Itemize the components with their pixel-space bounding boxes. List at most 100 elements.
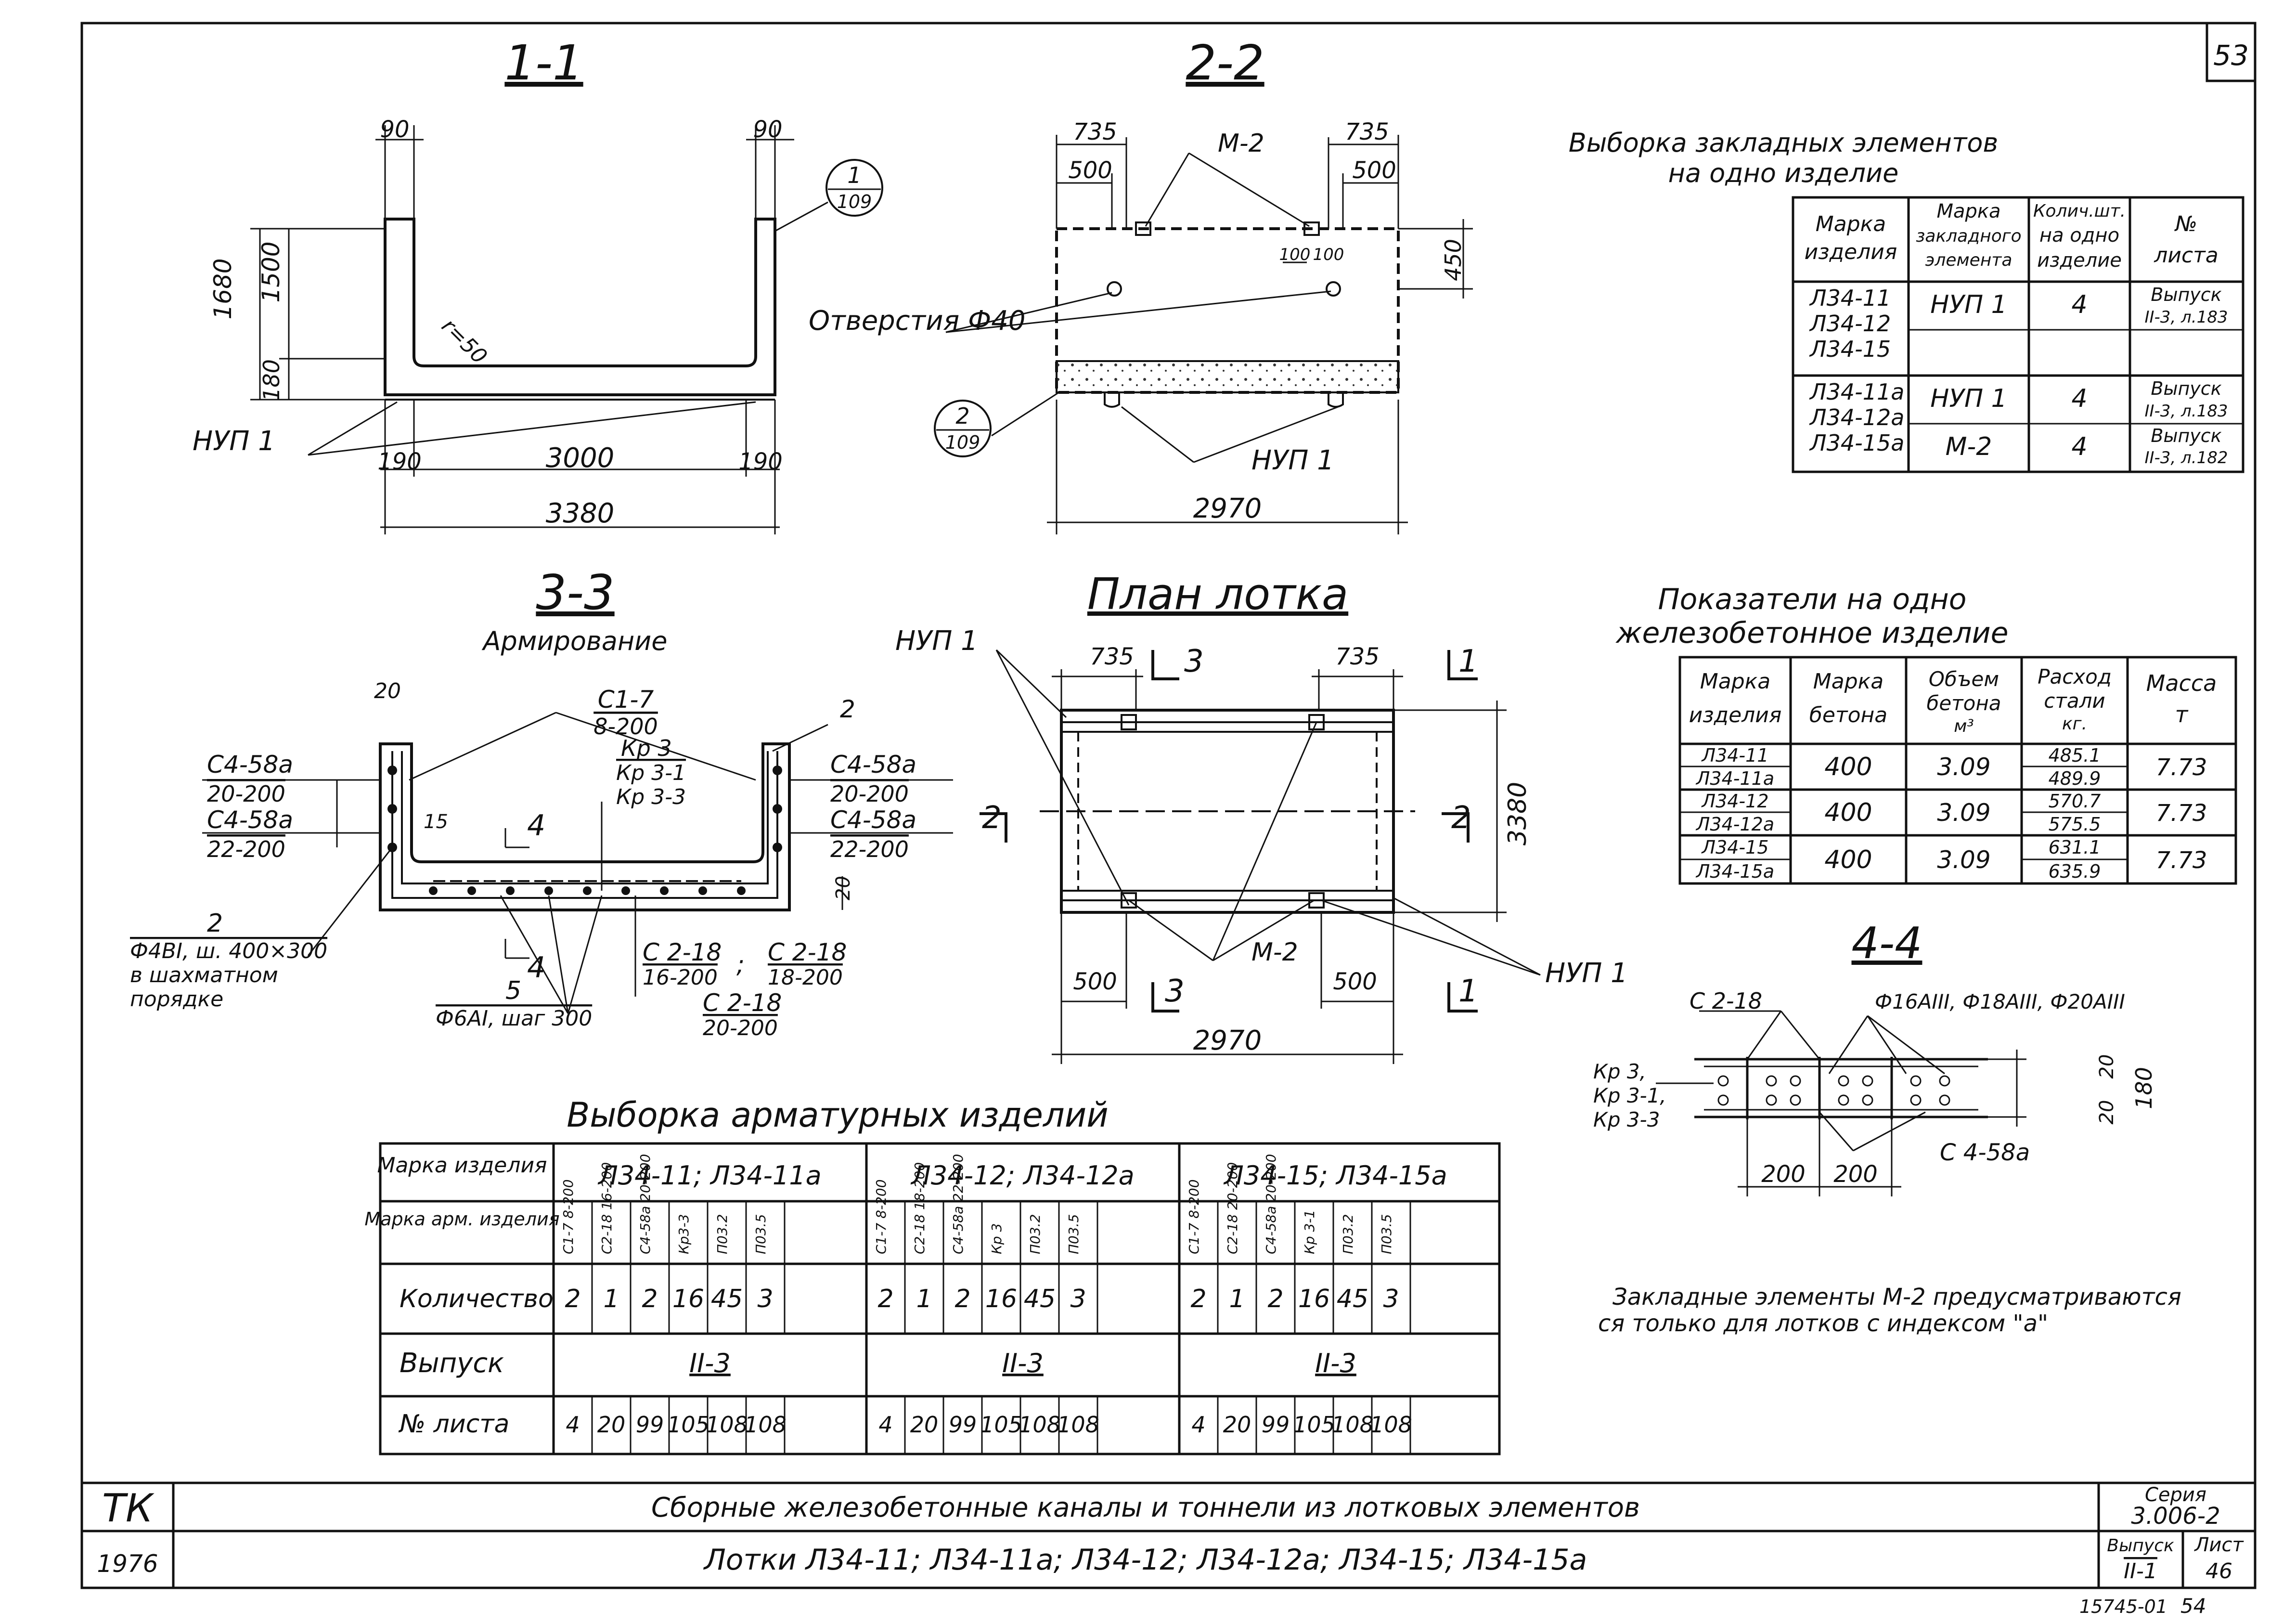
rebar-g3-item-1: С1-7 8-200 [1186, 1179, 1202, 1254]
plan-cut-1-bottom: 1 [1458, 974, 1478, 1009]
ind-r3-mass: 7.73 [2156, 847, 2207, 874]
ind-r1-volume: 3.09 [1937, 753, 1990, 781]
plan-cut-2-right: 2 [1451, 800, 1471, 836]
dim-90-left: 90 [380, 116, 409, 143]
plan-dim-2970: 2970 [1193, 1025, 1262, 1056]
plan-nup-top: НУП 1 [895, 625, 978, 657]
rebar-g3-item-6: П03.5 [1379, 1214, 1394, 1254]
page-number: 53 [2213, 39, 2249, 72]
label-semicolon: ; [736, 950, 745, 978]
year: 1976 [97, 1550, 158, 1578]
tray-profile [384, 218, 776, 401]
callout-1-bottom: 109 [837, 191, 872, 212]
embed-g2-r1-sheet-2: II-3, л.183 [2144, 402, 2228, 421]
hole-right [1326, 281, 1341, 297]
ind-r3-steel-1: 631.1 [2049, 837, 2101, 858]
section-3-3-subtitle: Армирование [482, 626, 668, 656]
indicators-table: Показатели на одно железобетонное издели… [1615, 583, 2237, 885]
label-15: 15 [424, 811, 448, 833]
note-line-2: ся только для лотков с индексом "а" [1598, 1310, 2048, 1337]
mesh-number: 2 [207, 909, 223, 938]
ind-h-volume-1: Объем [1929, 667, 1999, 691]
rebar-g1-qty-3: 2 [642, 1285, 658, 1313]
rebar-g3-sheet-2: 20 [1223, 1412, 1251, 1438]
series-label: Серия [2145, 1484, 2206, 1506]
cut-4-top: 4 [527, 809, 545, 843]
mesh-spec-1: Ф4ВI, ш. 400×300 [130, 939, 327, 963]
plan-cut-3-bottom: 3 [1165, 974, 1185, 1009]
callout-1-top: 1 [847, 162, 861, 188]
dimension-lines-2-2 [945, 135, 1473, 534]
embed-g1-r1-qty: 4 [2071, 290, 2087, 319]
embed-table-title-2: на одно изделие [1668, 158, 1899, 188]
rebar-g1-item-5: П03.2 [714, 1214, 730, 1254]
section-4-4-bars [1717, 1075, 1950, 1106]
rebar-g2-sheet-3: 99 [949, 1412, 977, 1438]
label-c4-58a-3: С4-58а [830, 751, 916, 779]
rebar-g1-sheet-6: 108 [744, 1412, 787, 1438]
embed-h-sheet-2: листа [2154, 243, 2219, 268]
rebar-g1-qty-1: 2 [565, 1285, 580, 1313]
rebar-row-qty: Количество [400, 1285, 554, 1313]
rebar-g2-qty-1: 2 [877, 1285, 893, 1313]
label-kr3-3: Кр 3-3 [616, 785, 686, 809]
callout-circle-1 [826, 159, 883, 217]
callout-2-bottom: 109 [945, 432, 980, 453]
ind-h-steel-3: кг. [2062, 714, 2087, 734]
holes-label: Отверстия Ф40 [809, 305, 1025, 337]
embed-g2-mark-1: Л34-11а [1809, 379, 1904, 405]
ind-r3-volume: 3.09 [1937, 846, 1990, 874]
rebar-row-sheet: № листа [398, 1410, 509, 1439]
label-c2-18-c-spacing: 20-200 [703, 1016, 778, 1040]
dim-450: 450 [1440, 239, 1466, 281]
rebar-g3-sheet-5: 108 [1331, 1412, 1374, 1438]
cut-4-bottom: 4 [527, 951, 545, 985]
ind-r1-mass: 7.73 [2156, 754, 2207, 781]
dim-100-a: 100 [1279, 245, 1311, 264]
rebar-g1-item-3: С4-58а 20-200 [637, 1154, 653, 1254]
ind-h-concrete-1: Марка [1813, 669, 1883, 694]
label-c4-58a-2-spacing: 22-200 [207, 836, 285, 862]
label-kr3-1: Кр 3-1 [616, 761, 686, 785]
rebar-g3-qty-3: 2 [1267, 1285, 1283, 1313]
embed-h-emb-2: закладного [1916, 226, 2021, 246]
issue-label: Выпуск [2107, 1536, 2174, 1556]
ind-r2-steel-2: 575.5 [2049, 814, 2101, 835]
sec44-bars: Ф16АIII, Ф18АIII, Ф20АIII [1875, 990, 2125, 1013]
rebar-table-subcols [591, 1201, 1411, 1454]
rebar-g1-name: Л34-11; Л34-11а [597, 1160, 821, 1191]
rebar-g2-item-1: С1-7 8-200 [873, 1179, 889, 1254]
label-c4-58a-4-spacing: 22-200 [830, 836, 909, 862]
label-c2-18-c: С 2-18 [703, 989, 782, 1017]
embed-h-sheet-1: № [2174, 212, 2197, 236]
bar-5-spec: Ф6АI, шаг 300 [436, 1006, 592, 1031]
section-4-4-body [1694, 1057, 1988, 1119]
ind-r3-concrete: 400 [1824, 845, 1872, 874]
sec44-c2-18: С 2-18 [1690, 988, 1762, 1014]
issue-value: II-1 [2124, 1559, 2157, 1584]
ind-r1-steel-2: 489.9 [2049, 768, 2101, 789]
rebar-g2-item-2: С2-18 18-200 [912, 1162, 928, 1254]
rebar-g2-sheet-1: 4 [878, 1412, 892, 1438]
embed-g1-r1-sheet-1: Выпуск [2151, 284, 2221, 305]
ind-h-mark-1: Марка [1700, 669, 1770, 694]
embed-g2-r1-elem: НУП 1 [1930, 384, 2007, 413]
dimension-lines-1-1 [250, 125, 828, 534]
embed-g2-r1-sheet-1: Выпуск [2151, 378, 2221, 399]
rebar-g2-issue: II-3 [1002, 1348, 1044, 1378]
ind-r3-steel-2: 635.9 [2049, 861, 2101, 882]
hole-left [1107, 281, 1122, 297]
sheet-label: Лист [2193, 1534, 2244, 1556]
dim-190-right: 190 [738, 448, 783, 475]
rebar-g2-qty-5: 45 [1024, 1285, 1056, 1313]
embed-h-qty-2: на одно [2039, 224, 2119, 247]
embed-g2-r2-sheet-2: II-3, л.182 [2144, 448, 2228, 467]
indicators-title-1: Показатели на одно [1658, 583, 1967, 616]
rebar-g2-sheet-5: 108 [1019, 1412, 1061, 1438]
rebar-g3-sheet-3: 99 [1262, 1412, 1290, 1438]
rebar-g2-item-4: Кр 3 [989, 1223, 1005, 1254]
rebar-row-issue: Выпуск [400, 1348, 504, 1379]
ind-r2-mark-1: Л34-12 [1701, 791, 1769, 812]
